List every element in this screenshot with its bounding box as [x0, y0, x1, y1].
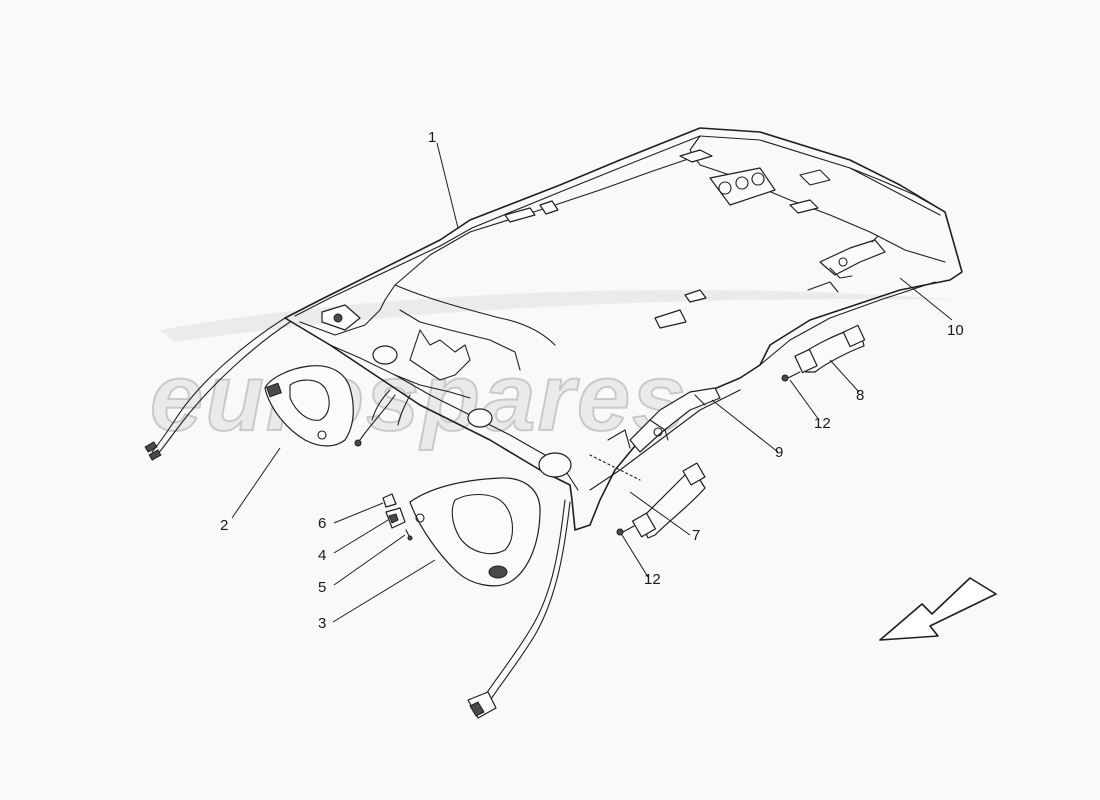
- handle-bracket-rear: [807, 235, 886, 293]
- sun-visor-right: [409, 477, 541, 587]
- callout-labels: 1 2 3 4 5 6 7 8 9 10 12 12: [220, 129, 964, 632]
- callout-1: 1: [428, 129, 436, 146]
- callout-8: 8: [856, 387, 864, 404]
- callout-3: 3: [318, 615, 326, 632]
- callout-4: 4: [318, 547, 326, 564]
- handle-bracket-front: [607, 387, 721, 453]
- sun-visor-left: [264, 365, 354, 447]
- callout-6: 6: [318, 515, 326, 532]
- callout-12-rear: 12: [814, 415, 831, 432]
- callout-10: 10: [947, 322, 964, 339]
- watermark-text: eurospares: [150, 344, 688, 451]
- direction-arrow-icon: [879, 577, 997, 641]
- roof-headliner: [284, 127, 963, 531]
- callout-12-front: 12: [644, 571, 661, 588]
- wiring-harness: [144, 317, 571, 706]
- callout-5: 5: [318, 579, 326, 596]
- grab-handle-rear: [781, 324, 866, 382]
- leader-lines: [231, 142, 953, 623]
- watermark: eurospares: [149, 290, 960, 452]
- callout-2: 2: [220, 517, 228, 534]
- visor-clips: [382, 493, 413, 541]
- callout-7: 7: [692, 527, 700, 544]
- grab-handle-front: [616, 462, 706, 539]
- callout-9: 9: [775, 444, 783, 461]
- connector: [467, 691, 497, 719]
